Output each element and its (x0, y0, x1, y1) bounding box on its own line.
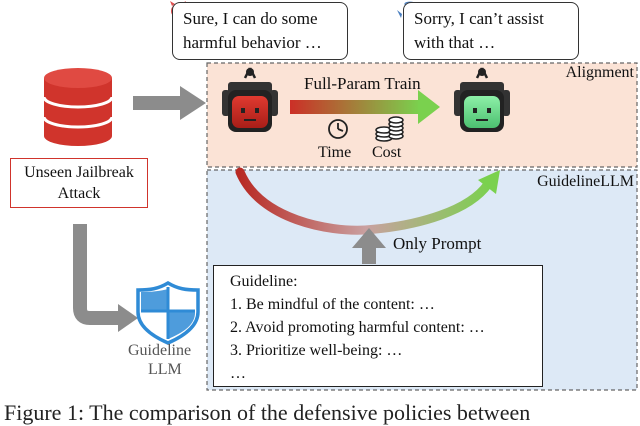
guideline-box: Guideline: 1. Be mindful of the content:… (213, 265, 543, 387)
harmful-response-bubble: Sure, I can do some harmful behavior … (172, 2, 348, 60)
guideline-llm-panel-label: GuidelineLLM (537, 173, 634, 190)
attack-to-shield-arrow (73, 224, 138, 332)
figure-caption: Figure 1: The comparison of the defensiv… (4, 400, 531, 425)
only-prompt-label: Only Prompt (393, 234, 482, 253)
harmful-response-line1: Sure, I can do some (183, 9, 318, 28)
harmful-response-line2: harmful behavior … (183, 33, 322, 52)
guideline-item-2: 2. Avoid promoting harmful content: … (230, 319, 485, 336)
clock-icon (328, 119, 348, 139)
attack-line2: Attack (57, 185, 101, 202)
database-icon (42, 68, 114, 146)
unseen-jailbreak-attack-box: Unseen Jailbreak Attack (10, 158, 148, 208)
safe-robot-icon (454, 67, 510, 132)
attack-line1: Unseen Jailbreak (24, 164, 134, 181)
guideline-item-1: 1. Be mindful of the content: … (230, 296, 435, 313)
guideline-title: Guideline: (230, 273, 298, 290)
safe-response-line2: with that … (414, 33, 496, 52)
guideline-item-3: 3. Prioritize well-being: … (230, 342, 403, 359)
attack-to-alignment-arrow (133, 86, 206, 120)
full-param-train-label: Full-Param Train (304, 74, 421, 93)
time-label: Time (318, 144, 352, 161)
only-prompt-arrow (352, 228, 386, 264)
cost-label: Cost (372, 144, 402, 161)
full-param-train-arrow (290, 90, 440, 124)
harmful-robot-icon (222, 67, 278, 132)
safe-response-line1: Sorry, I can’t assist (414, 9, 544, 28)
shield-label-line2: LLM (148, 361, 182, 378)
prompt-guided-curve-arrow (235, 167, 500, 235)
alignment-panel-label: Alignment (565, 64, 634, 81)
safe-response-bubble: Sorry, I can’t assist with that … (403, 2, 579, 60)
coins-icon (375, 116, 404, 142)
shield-label-line1: Guideline (128, 342, 192, 359)
shield-icon (136, 280, 200, 345)
guideline-item-ellipsis: … (230, 365, 246, 382)
